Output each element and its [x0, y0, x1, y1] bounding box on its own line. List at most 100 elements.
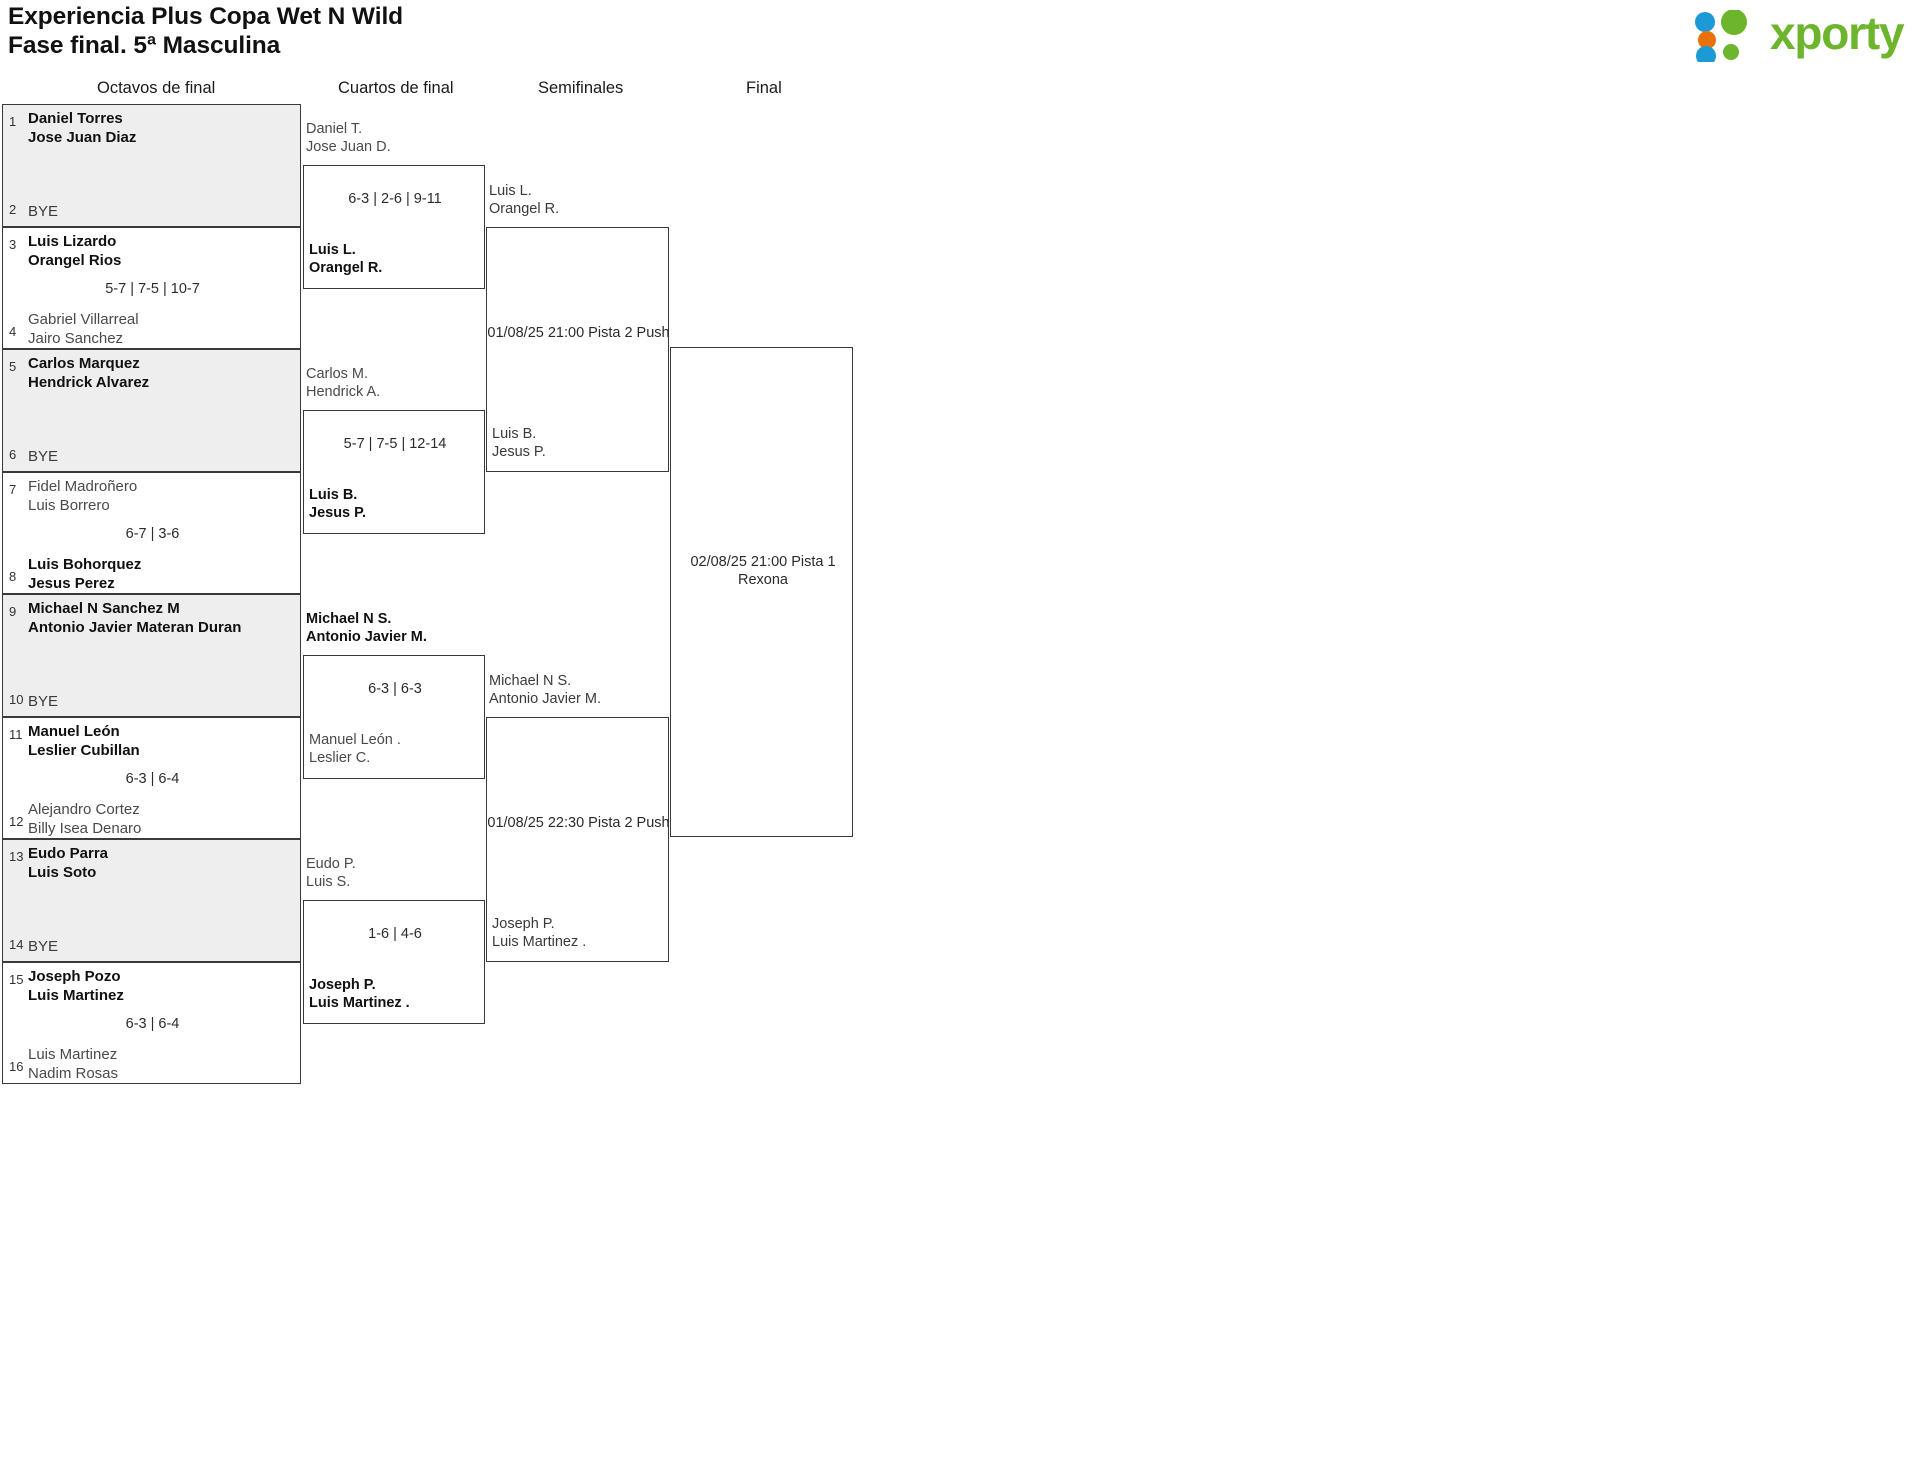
seed-number: 6 [9, 446, 17, 462]
player-name: Alejandro Cortez [28, 801, 140, 818]
seed-number: 13 [9, 849, 24, 864]
match-score: 6-7 | 3-6 [125, 525, 180, 542]
player-name: Joseph Pozo [28, 967, 121, 985]
match-schedule: 01/08/25 22:30 Pista 2 Push [487, 814, 670, 831]
seed-number: 15 [9, 971, 24, 987]
player-name: Manuel León . [309, 732, 401, 748]
final-schedule-line1: 02/08/25 21:00 Pista 1 [690, 554, 836, 570]
page-title: Experiencia Plus Copa Wet N Wild Fase fi… [8, 2, 403, 60]
tournament-name: Experiencia Plus Copa Wet N Wild [8, 3, 404, 30]
player-name: Carlos Marquez [28, 355, 140, 372]
match-score: 6-3 | 6-4 [125, 770, 180, 787]
final-schedule-line2: Rexona [738, 572, 788, 588]
player-name: Jesus Perez [28, 575, 115, 592]
player-name: Orangel R. [309, 260, 383, 276]
player-name: Billy Isea Denaro [28, 820, 142, 837]
player-name: Leslier C. [309, 750, 371, 766]
seed-number: 16 [9, 1059, 24, 1074]
player-name: Eudo P. [306, 856, 356, 872]
player-name: Luis L. [309, 242, 356, 258]
round-header-final: Final [746, 79, 782, 97]
seed-number: 2 [9, 201, 17, 217]
player-name: Eudo Parra [28, 845, 109, 862]
player-name: Luis Martinez [28, 986, 124, 1004]
final-match[interactable]: 02/08/25 21:00 Pista 1 Rexona [670, 347, 853, 837]
player-name: Michael N Sanchez M [28, 600, 180, 617]
player-name: Hendrick A. [306, 384, 381, 400]
player-name: Carlos M. [306, 366, 369, 382]
match-score: 6-3 | 6-4 [125, 1015, 180, 1032]
player-name: Luis Soto [28, 864, 97, 881]
player-name: Orangel Rios [28, 251, 122, 269]
player-name: Jose Juan D. [306, 139, 391, 155]
seed-number: 5 [9, 359, 17, 374]
bye-label: BYE [28, 937, 59, 955]
player-name: Luis Lizardo [28, 232, 117, 250]
player-name: Fidel Madroñero [28, 477, 138, 495]
round-header-cuartos: Cuartos de final [338, 79, 454, 97]
player-name: Luis B. [309, 487, 358, 503]
match-score: 5-7 | 7-5 | 12-14 [343, 436, 447, 452]
player-name: Luis B. [492, 426, 537, 442]
match-schedule: 01/08/25 21:00 Pista 2 Push [487, 324, 670, 341]
player-name: Hendrick Alvarez [28, 374, 150, 391]
match-score: 6-3 | 6-3 [368, 681, 422, 697]
seed-number: 14 [9, 936, 24, 952]
bye-label: BYE [28, 202, 59, 220]
player-name: Joseph P. [309, 977, 376, 993]
player-name: Luis L. [489, 183, 532, 199]
player-name: Antonio Javier M. [306, 629, 427, 645]
seed-number: 12 [9, 814, 24, 829]
match-score: 1-6 | 4-6 [368, 926, 422, 942]
bye-label: BYE [28, 692, 59, 710]
player-name: Jairo Sanchez [28, 330, 124, 347]
seed-number: 1 [9, 114, 17, 129]
player-name: Manuel León [28, 722, 120, 740]
player-name: Luis S. [306, 874, 351, 890]
round1-match[interactable]: 9 Michael N Sanchez M Antonio Javier Mater… [2, 594, 301, 717]
player-name: Daniel T. [306, 121, 363, 137]
player-name: Luis Bohorquez [28, 556, 142, 573]
seed-number: 11 [9, 726, 23, 742]
seed-number: 3 [9, 236, 17, 252]
player-name: Orangel R. [489, 201, 560, 217]
xporty-logo[interactable]: xporty [1694, 6, 1914, 64]
player-name: Nadim Rosas [28, 1065, 119, 1082]
player-name: Luis Martinez . [492, 934, 587, 950]
player-name: Michael N S. [306, 611, 392, 627]
seed-number: 7 [9, 481, 17, 497]
tournament-phase: Fase final. 5ª Masculina [8, 32, 281, 59]
player-name: Luis Martinez . [309, 995, 410, 1011]
player-name: Jesus P. [309, 505, 366, 521]
player-name: Luis Borrero [28, 496, 110, 514]
player-name: Jesus P. [492, 444, 546, 460]
round-header-octavos: Octavos de final [97, 79, 216, 97]
round-header-semifinales: Semifinales [538, 79, 624, 97]
bye-label: BYE [28, 447, 59, 465]
logo-wordmark: xporty [1770, 7, 1905, 59]
player-name: Michael N S. [489, 673, 572, 689]
player-name: Jose Juan Diaz [28, 129, 137, 146]
seed-number: 8 [9, 569, 17, 584]
seed-number: 9 [9, 604, 17, 619]
seed-number: 4 [9, 324, 17, 339]
player-name: Antonio Javier Materan Duran [28, 619, 242, 636]
player-name: Luis Martinez [28, 1046, 118, 1063]
match-score: 6-3 | 2-6 | 9-11 [348, 191, 442, 207]
player-name: Daniel Torres [28, 110, 123, 127]
player-name: Joseph P. [492, 916, 555, 932]
